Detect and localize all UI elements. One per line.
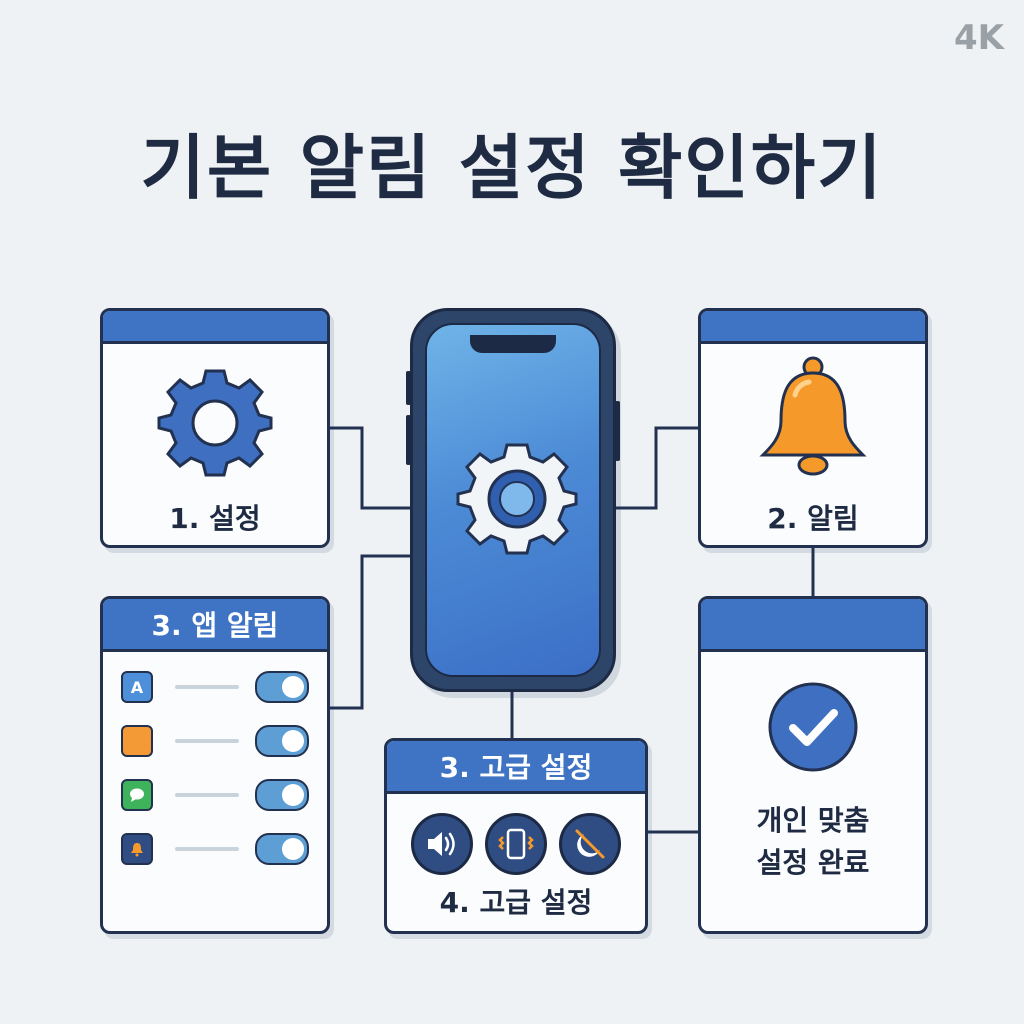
app-alert-row <box>121 725 309 757</box>
bell-icon <box>759 356 867 476</box>
row-line <box>175 739 239 743</box>
check-circle-icon <box>768 682 858 772</box>
bell-app-icon <box>121 833 153 865</box>
card-header-bar <box>701 599 925 652</box>
phone-notch <box>470 335 556 353</box>
messages-icon <box>121 779 153 811</box>
toggle-knob <box>282 838 304 860</box>
smartphone-illustration <box>406 308 620 692</box>
row-line <box>175 685 239 689</box>
alerts-card[interactable]: 2. 알림 <box>698 308 928 548</box>
gear-icon <box>157 369 273 477</box>
phone-side-button <box>406 371 411 405</box>
resolution-badge: 4K <box>953 18 1004 58</box>
alerts-label: 2. 알림 <box>767 502 859 535</box>
phone-side-button <box>406 415 411 465</box>
done-label-line1: 개인 맞춤 <box>756 804 870 837</box>
settings-label: 1. 설정 <box>169 502 261 535</box>
app-alert-row <box>121 833 309 865</box>
app-alerts-card[interactable]: 3. 앱 알림 A <box>100 596 330 934</box>
notification-toggle[interactable] <box>255 833 309 865</box>
app-alert-row <box>121 779 309 811</box>
notification-toggle[interactable] <box>255 725 309 757</box>
app-alert-row: A <box>121 671 309 703</box>
settings-card[interactable]: 1. 설정 <box>100 308 330 548</box>
card-header-bar <box>103 311 327 344</box>
advanced-settings-header: 3. 고급 설정 <box>387 741 645 794</box>
notification-toggle[interactable] <box>255 671 309 703</box>
done-label-line2: 설정 완료 <box>756 846 870 879</box>
vibrate-phone-icon <box>485 813 547 875</box>
page-title: 기본 알림 설정 확인하기 <box>140 127 884 209</box>
toggle-knob <box>282 784 304 806</box>
row-line <box>175 793 239 797</box>
advanced-settings-footer: 4. 고급 설정 <box>439 886 593 919</box>
toggle-knob <box>282 730 304 752</box>
app-store-icon: A <box>121 671 153 703</box>
phone-screen <box>425 323 601 677</box>
row-line <box>175 847 239 851</box>
speaker-icon <box>411 813 473 875</box>
toggle-knob <box>282 676 304 698</box>
card-header-bar <box>701 311 925 344</box>
orange-app-icon <box>121 725 153 757</box>
app-alerts-header: 3. 앱 알림 <box>103 599 327 652</box>
phone-side-button <box>615 401 620 461</box>
settings-gear-icon <box>456 443 578 555</box>
notification-toggle[interactable] <box>255 779 309 811</box>
advanced-settings-card[interactable]: 3. 고급 설정 4. 고급 설정 <box>384 738 648 934</box>
personalized-done-card[interactable]: 개인 맞춤 설정 완료 <box>698 596 928 934</box>
do-not-disturb-icon <box>559 813 621 875</box>
